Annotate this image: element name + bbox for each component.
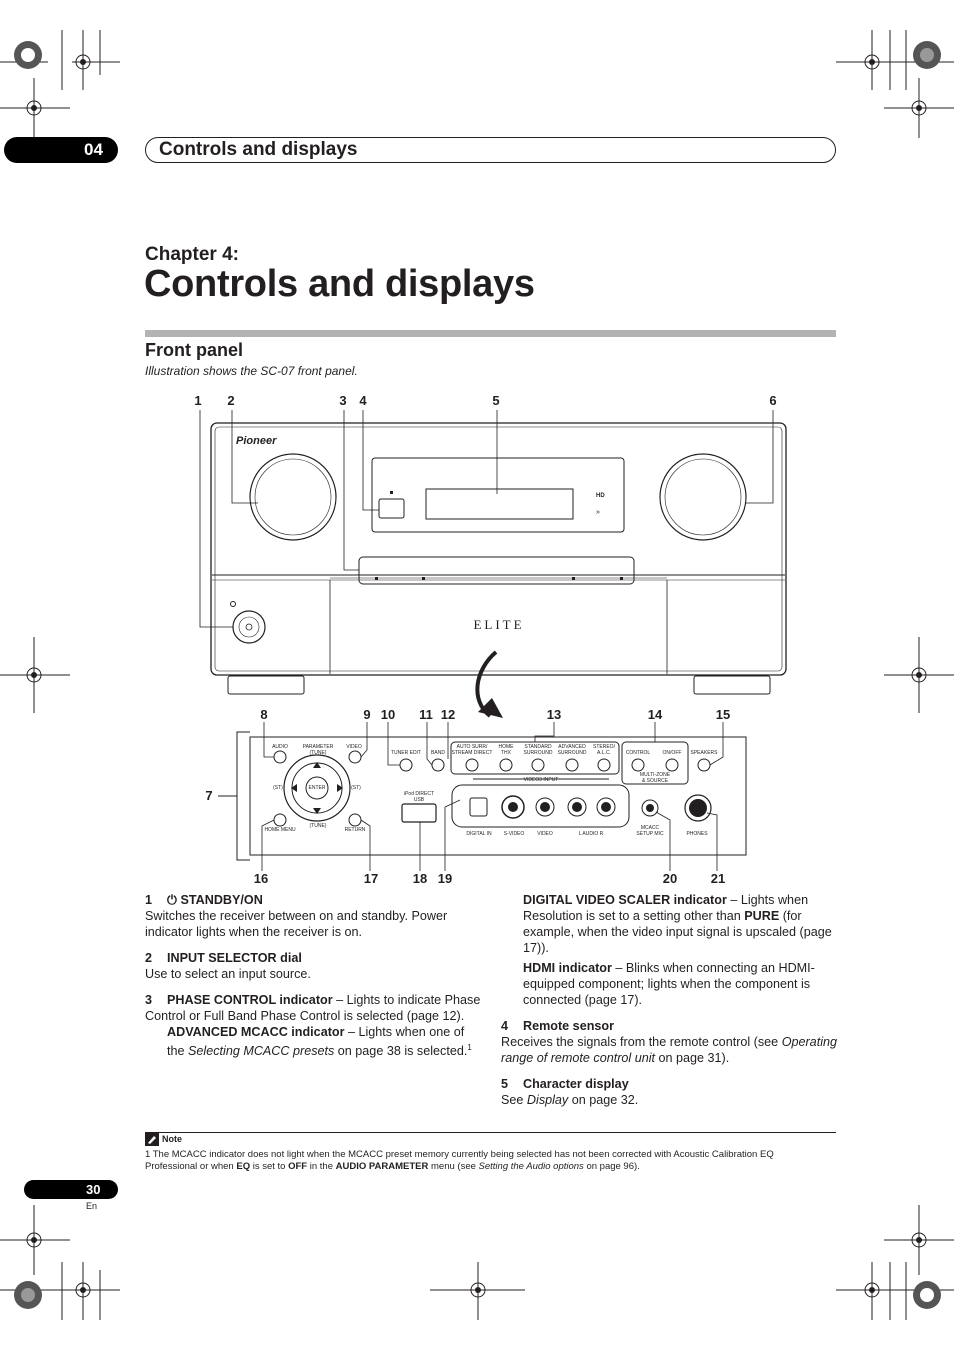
ipod-label-2: USB: [414, 797, 425, 803]
note-rule: [145, 1132, 836, 1133]
header-bar: [145, 137, 836, 163]
language-code: En: [86, 1201, 98, 1211]
callout-9: 9: [363, 707, 370, 722]
mcacc-label-1: MCACC: [641, 825, 660, 831]
band-label: BAND: [431, 750, 445, 756]
callout-5: 5: [492, 393, 499, 408]
power-icon: ⏻: [167, 893, 181, 907]
item-1-body: Switches the receiver between on and sta…: [145, 909, 448, 939]
st-left-label: (ST): [273, 785, 283, 791]
advanced-label-2: SURROUND: [558, 750, 587, 756]
ipod-label-1: iPod DIRECT: [404, 791, 434, 797]
item-1-heading: 1⏻ STANDBY/ON: [145, 893, 263, 907]
stereo-label-2: A.L.C.: [597, 750, 611, 756]
stereo-label-1: STEREO/: [593, 744, 616, 750]
callout-10: 10: [381, 707, 395, 722]
st-right-label: (ST): [351, 785, 361, 791]
callout-19: 19: [438, 871, 452, 886]
page-number: 30: [86, 1182, 101, 1197]
callout-16: 16: [254, 871, 268, 886]
callout-1: 1: [194, 393, 201, 408]
callout-3: 3: [339, 393, 346, 408]
standard-label-2: SURROUND: [524, 750, 553, 756]
callout-18: 18: [413, 871, 427, 886]
callout-13: 13: [547, 707, 561, 722]
return-label: RETURN: [345, 827, 366, 833]
left-column: 1⏻ STANDBY/ON Switches the receiver betw…: [145, 892, 483, 1059]
callout-15: 15: [716, 707, 730, 722]
callout-17: 17: [364, 871, 378, 886]
hdmi-indicator: HDMI indicator – Blinks when connecting …: [523, 961, 815, 1007]
callout-2: 2: [227, 393, 234, 408]
title-rule: [145, 330, 836, 337]
stream-direct-label: STREAM DIRECT: [452, 750, 493, 756]
audio-label: AUDIO: [272, 744, 288, 750]
callout-4: 4: [359, 393, 367, 408]
tune-bottom-label: (TUNE): [310, 823, 327, 829]
header-title: Controls and displays: [159, 139, 358, 160]
svg-text:»: »: [596, 509, 600, 516]
callout-7: 7: [205, 788, 212, 803]
pioneer-logo: Pioneer: [236, 435, 277, 447]
parameter-label: PARAMETER: [303, 744, 334, 750]
chapter-number: 04: [84, 140, 103, 159]
note-label: Note: [162, 1134, 182, 1144]
chapter-title: Controls and displays: [144, 263, 535, 305]
right-column: DIGITAL VIDEO SCALER indicator – Lights …: [501, 892, 839, 1108]
standard-label-1: STANDARD: [524, 744, 552, 750]
svg-text:HD: HD: [596, 493, 605, 499]
multi-zone-label-2: & SOURCE: [642, 778, 669, 784]
home-thx-label-1: HOME: [499, 744, 515, 750]
tune-top-label: (TUNE): [310, 750, 327, 756]
callout-20: 20: [663, 871, 677, 886]
callout-21: 21: [711, 871, 725, 886]
audio-lr-label: L AUDIO R: [579, 831, 604, 837]
s-video-label: S-VIDEO: [504, 831, 525, 837]
home-menu-label: HOME MENU: [264, 827, 296, 833]
tuner-edit-label: TUNER EDIT: [391, 750, 421, 756]
chapter-number-tab: 04: [4, 137, 118, 163]
item-3b: ADVANCED MCACC indicator – Lights when o…: [167, 1025, 472, 1059]
auto-surr-label: AUTO SURR/: [457, 744, 488, 750]
control-label: CONTROL: [626, 750, 651, 756]
video-label: VIDEO: [346, 744, 362, 750]
on-off-label: ON/OFF: [663, 750, 682, 756]
callout-12: 12: [441, 707, 455, 722]
item-4-body: Receives the signals from the remote con…: [501, 1035, 837, 1065]
home-thx-label-2: THX: [501, 750, 512, 756]
note-pencil-icon: [145, 1133, 159, 1146]
item-5-body: See Display on page 32.: [501, 1093, 639, 1107]
multi-zone-label-1: MULTI-ZONE: [640, 772, 671, 778]
callout-11: 11: [419, 707, 433, 722]
video-jack-label: VIDEO: [537, 831, 553, 837]
callout-14: 14: [648, 707, 663, 722]
callout-8: 8: [260, 707, 267, 722]
digital-in-label: DIGITAL IN: [466, 831, 492, 837]
advanced-label-1: ADVANCED: [558, 744, 586, 750]
callout-6: 6: [769, 393, 776, 408]
mcacc-label-2: SETUP MIC: [636, 831, 664, 837]
page-number-tab: 30: [24, 1180, 118, 1199]
note-text: 1 The MCACC indicator does not light whe…: [145, 1149, 774, 1172]
speakers-label: SPEAKERS: [691, 750, 719, 756]
enter-label: ENTER: [309, 785, 326, 791]
chapter-label: Chapter 4:: [145, 244, 239, 265]
item-2-body: Use to select an input source.: [145, 967, 311, 981]
dvs-indicator: DIGITAL VIDEO SCALER indicator – Lights …: [523, 893, 832, 955]
elite-logo: ELITE: [473, 617, 524, 632]
phones-label: PHONES: [686, 831, 708, 837]
video3-input-label: VIDEO3 INPUT: [524, 777, 559, 783]
figure-caption: Illustration shows the SC-07 front panel…: [145, 364, 358, 378]
section-title: Front panel: [145, 340, 243, 360]
